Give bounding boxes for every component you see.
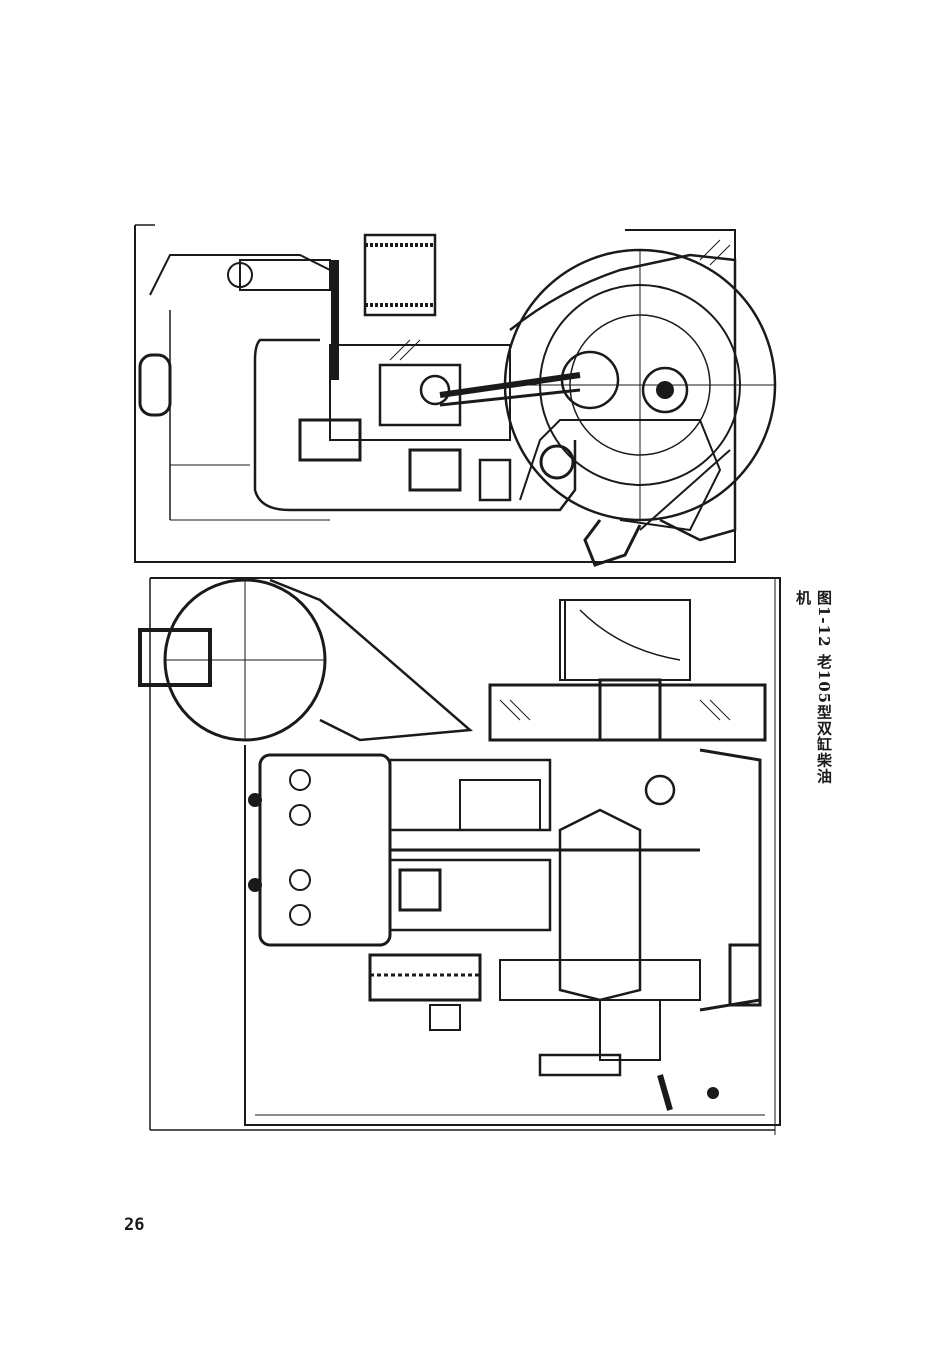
engine-cross-section-plan-icon bbox=[138, 577, 781, 1135]
page-number: 26 bbox=[124, 1215, 145, 1235]
engine-cross-section-side-icon bbox=[134, 224, 777, 567]
figure-caption: 图1-12 老105型双缸柴油机 bbox=[794, 590, 833, 785]
